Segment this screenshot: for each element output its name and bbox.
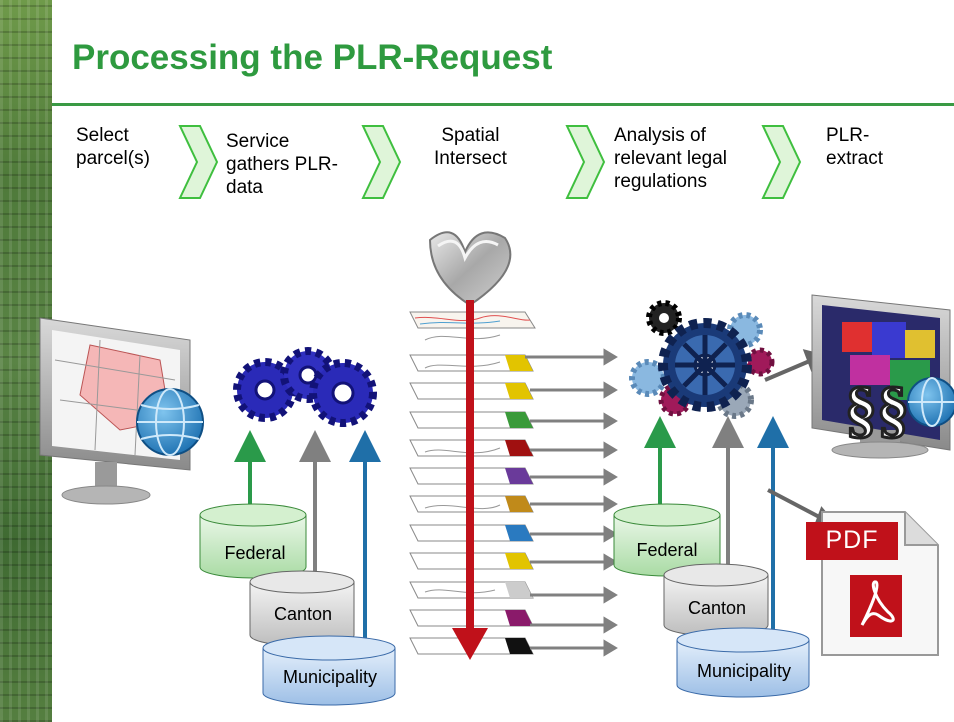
chevron-arrow-2 [361,125,402,199]
globe-icon [136,388,204,456]
step-spatial-intersect: Spatial Intersect [434,125,507,169]
step-service-gathers: Service gathers PLR- data [226,131,338,198]
database-federal-right [613,503,721,577]
database-municipality-left [262,635,396,706]
database-municipality-right [676,627,810,698]
database-label-municipality-right: Municipality [696,661,792,681]
pdf-file-icon [806,511,939,656]
intersect-red-arrow [452,300,488,660]
layer-output-arrows [525,348,618,657]
svg-text:§§: §§ [845,373,909,444]
database-canton-left [249,570,355,647]
gears-icon-service [233,347,377,427]
database-label-canton-left: Canton [273,604,333,624]
database-label-federal-left: Federal [224,543,286,563]
database-label-municipality-left: Municipality [282,667,378,687]
database-federal-left [199,503,307,579]
chevron-arrow-3 [565,125,606,199]
gears-icon-analysis [629,300,775,419]
step-plr-extract: PLR- extract [826,125,884,169]
cookie-cutter-icon [428,231,512,307]
globe-icon-right [907,377,954,427]
database-label-federal-right: Federal [636,540,698,560]
step-select-parcel: Select parcel(s) [76,125,150,169]
step-analysis: Analysis of relevant legal regulations [614,125,728,192]
slide-title: Processing the PLR-Request [72,38,553,77]
section-sign-icon: §§ [844,372,911,446]
pdf-label: PDF [825,526,879,554]
chevron-arrow-1 [178,125,219,199]
chevron-arrow-4 [761,125,802,199]
title-divider [52,103,954,106]
database-label-canton-right: Canton [687,598,747,618]
